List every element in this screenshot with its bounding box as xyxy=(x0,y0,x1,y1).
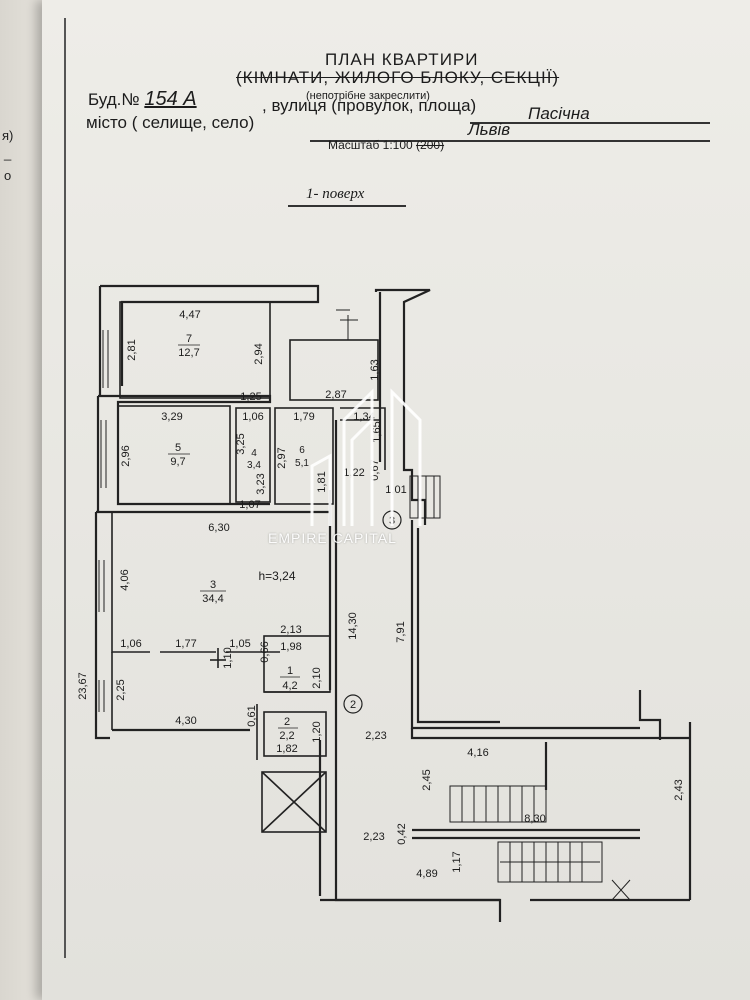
street-value: Пасічна xyxy=(528,104,590,123)
interior-walls xyxy=(111,301,386,833)
room-2-area: 2,2 xyxy=(279,730,294,742)
strike-note: (непотрібне закреслити) xyxy=(306,90,430,102)
outer-walls xyxy=(94,284,692,922)
watermark-logo xyxy=(310,388,422,526)
dimension-label: 2,97 xyxy=(276,447,288,468)
room-4-number: 4 xyxy=(251,448,257,459)
floor-underline xyxy=(288,205,406,207)
dimension-label: 7,91 xyxy=(395,621,407,642)
dimension-label: 4,30 xyxy=(175,715,196,727)
dimension-label: 4,89 xyxy=(416,868,437,880)
dimension-label: 1,17 xyxy=(451,851,463,872)
dimension-label: 2,23 xyxy=(363,831,384,843)
facing-page-text: _ xyxy=(4,146,12,161)
dimension-label: 3,23 xyxy=(255,473,267,494)
room-5-number: 5 xyxy=(175,442,181,454)
page-title: ПЛАН КВАРТИРИ xyxy=(325,50,479,69)
dimension-label: 1,10 xyxy=(222,647,234,668)
dimension-label: 1,05 xyxy=(229,638,250,650)
page-subtitle: (КІМНАТИ, ЖИЛОГО БЛОКУ, СЕКЦІЇ) xyxy=(236,68,560,87)
room-1-number: 1 xyxy=(287,665,293,677)
dimension-label: 1,07 xyxy=(239,499,260,511)
dimension-label: 2,94 xyxy=(253,343,265,364)
city-underline xyxy=(310,140,710,142)
street-underline xyxy=(470,122,710,124)
dimension-label: 1,22 xyxy=(343,467,364,479)
dimension-label: 1,34 xyxy=(353,411,374,423)
dimension-label: 4,16 xyxy=(467,747,488,759)
room-3-number: 3 xyxy=(210,579,216,591)
dimension-label: 2,81 xyxy=(126,339,138,360)
scale-field: Масштаб 1:100 (200) xyxy=(328,138,444,152)
dimension-label: 1,01 xyxy=(385,484,406,496)
floor-label: 1- поверх xyxy=(306,186,365,202)
staircase xyxy=(409,475,631,901)
city-label: місто ( селище, село) xyxy=(86,113,255,132)
room-6-area: 5,1 xyxy=(295,458,309,469)
windows xyxy=(98,309,358,712)
building-number: 154 А xyxy=(144,88,197,110)
dimension-label: 1,77 xyxy=(175,638,196,650)
dimension-label: 3,25 xyxy=(235,433,247,454)
dimension-label: 1,81 xyxy=(316,471,328,492)
dimension-label: 2,87 xyxy=(325,389,346,401)
dimension-label: 6,30 xyxy=(208,522,229,534)
dimension-label: 1,20 xyxy=(311,721,323,742)
dimension-label: 0,42 xyxy=(396,823,408,844)
room-3-area: 34,4 xyxy=(202,593,223,605)
dimension-label: 1,82 xyxy=(276,743,297,755)
dimension-label: 2,96 xyxy=(120,445,132,466)
room-2-number: 2 xyxy=(284,716,290,728)
dimension-label: 1,06 xyxy=(120,638,141,650)
room-1-area: 4,2 xyxy=(282,680,297,692)
dimension-label: 1,65 xyxy=(371,421,383,442)
dimension-label: 2,45 xyxy=(421,769,433,790)
scale-label: Масштаб 1:100 xyxy=(328,138,413,152)
room-5-area: 9,7 xyxy=(170,456,185,468)
document-sheet xyxy=(42,0,750,1000)
dimension-label: 2,25 xyxy=(115,679,127,700)
facing-page-text: о xyxy=(4,168,12,183)
dimension-label: 14,30 xyxy=(347,612,359,640)
page-margin-line xyxy=(64,18,66,958)
dimension-label: 0,61 xyxy=(246,705,258,726)
room-4-area: 3,4 xyxy=(247,460,261,471)
dimension-label: 23,67 xyxy=(77,672,89,700)
dimension-label: 8,30 xyxy=(524,813,545,825)
marker-2: 2 xyxy=(343,694,363,714)
facing-page-text: я) xyxy=(2,128,14,143)
marker-2-label: 2 xyxy=(350,699,356,711)
dimension-label: 4,06 xyxy=(119,569,131,590)
dimension-label: 3,29 xyxy=(161,411,182,423)
room-7-number: 7 xyxy=(186,333,192,345)
dimension-label: 2,10 xyxy=(311,667,323,688)
dimension-label: 2,23 xyxy=(365,730,386,742)
scale-struck: (200) xyxy=(416,138,445,152)
city-value: Львів xyxy=(468,120,511,139)
dimension-label: 1,06 xyxy=(242,411,263,423)
room-7-area: 12,7 xyxy=(178,347,199,359)
dimension-label: 4,47 xyxy=(179,309,200,321)
dimension-label: 1,79 xyxy=(293,411,314,423)
dimension-label: 1,63 xyxy=(369,359,381,380)
dimension-label: 1,25 xyxy=(240,391,261,403)
dimension-label: 1,98 xyxy=(280,641,301,653)
dimension-label: 2,43 xyxy=(673,779,685,800)
street-label: , вулиця (провулок, площа) xyxy=(262,96,477,115)
ceiling-height: h=3,24 xyxy=(258,569,295,583)
watermark-text: EMPIRE CAPITAL xyxy=(268,530,397,546)
building-field: Буд.№ 154 А xyxy=(88,88,197,111)
dimension-label: 0,66 xyxy=(259,641,271,662)
building-label: Буд.№ xyxy=(88,90,140,109)
room-6-number: 6 xyxy=(299,445,305,456)
dimension-label: 2,13 xyxy=(280,624,301,636)
